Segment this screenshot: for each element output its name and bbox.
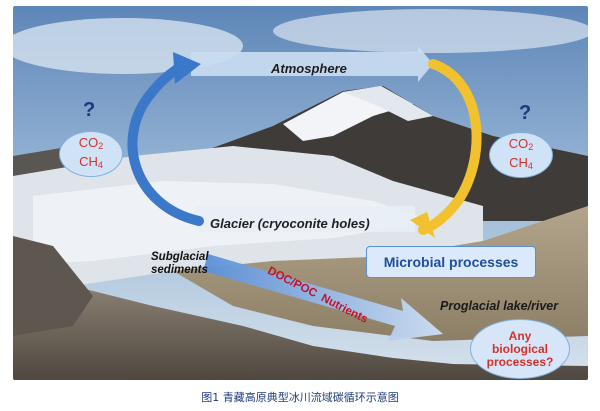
glacier-photo-scene: Atmosphere Glacier (cryoconite holes) Su…: [13, 6, 588, 380]
microbial-processes-box: Microbial processes: [366, 246, 536, 278]
ch4-label-right: CH4: [509, 155, 533, 171]
gas-ellipse-right: CO2 CH4: [489, 132, 553, 178]
atmosphere-box: [191, 46, 433, 82]
bio-line1: Any: [508, 328, 532, 343]
co2-label-left: CO2: [78, 135, 104, 151]
ch4-label-left: CH4: [79, 154, 103, 170]
question-mark-left: ?: [83, 99, 96, 121]
biological-processes-question: Any biological processes?: [470, 319, 570, 379]
proglacial-lake-label: Proglacial lake/river: [440, 299, 559, 313]
bio-line2: biological: [491, 341, 548, 356]
bio-line3: processes?: [486, 354, 554, 369]
wide-arrow-icon: [203, 254, 443, 341]
co2-label-right: CO2: [508, 136, 534, 152]
gas-ellipse-left: CO2 CH4: [59, 131, 123, 177]
atmosphere-label: Atmosphere: [271, 61, 347, 76]
curved-arrow-icon: [418, 59, 482, 235]
curved-arrow-icon: [127, 59, 204, 226]
subglacial-sediments-label: Subglacial sediments: [151, 251, 209, 277]
question-mark-right: ?: [519, 102, 532, 124]
subglacial-line2: sediments: [151, 264, 208, 276]
glacier-box: [195, 206, 415, 232]
figure-caption: 图1 青藏高原典型冰川流域碳循环示意图: [201, 391, 399, 404]
microbial-processes-label: Microbial processes: [383, 254, 519, 270]
subglacial-line1: Subglacial: [151, 251, 209, 263]
glacier-label: Glacier (cryoconite holes): [210, 216, 370, 231]
